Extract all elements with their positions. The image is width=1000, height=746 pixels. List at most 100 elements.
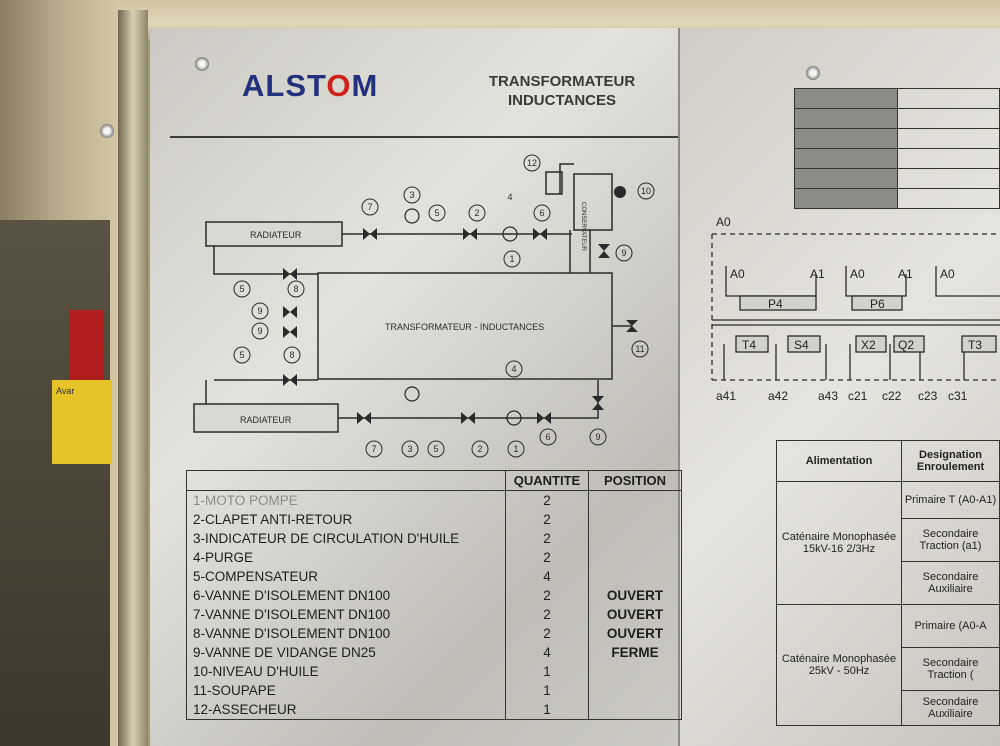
oil-level-10-icon [614, 186, 626, 198]
terminal-label: c23 [918, 389, 938, 403]
component-quantity: 4 [505, 643, 589, 662]
svg-text:3: 3 [407, 444, 412, 454]
component-quantity: 2 [505, 490, 589, 510]
component-quantity: 2 [505, 510, 589, 529]
component-label: 9-VANNE DE VIDANGE DN25 [186, 643, 506, 662]
svg-text:4: 4 [507, 192, 512, 202]
component-position [588, 681, 682, 700]
component-label: 10-NIVEAU D'HUILE [186, 662, 506, 681]
cooling-circuit-diagram: RADIATEUR RADIATEUR TRANSFORMATEUR - IND… [193, 154, 655, 458]
supply-25kv: Caténaire Monophasée 25kV - 50Hz [776, 604, 902, 726]
warning-sticker: Avar [52, 380, 112, 464]
screw-icon [806, 66, 820, 80]
plate-title: TRANSFORMATEUR INDUCTANCES [488, 73, 636, 109]
terminal-label: a41 [716, 389, 736, 403]
conservator-label: CONSERVATEUR [580, 202, 586, 252]
component-quantity: 2 [505, 548, 589, 567]
component-position [588, 548, 682, 567]
wiring-label: A0 [940, 267, 955, 281]
terminal-label: c31 [948, 389, 968, 403]
relief-valve-11-icon [626, 320, 638, 332]
winding-box-label: X2 [861, 338, 876, 352]
component-position: OUVERT [588, 586, 682, 605]
valve-9-icon [283, 306, 297, 318]
component-quantity: 1 [505, 700, 589, 720]
terminal-label: c21 [848, 389, 868, 403]
radiator-top-label: RADIATEUR [250, 230, 302, 240]
component-quantity: 2 [505, 586, 589, 605]
terminal-label: a43 [818, 389, 838, 403]
wiring-label: A0 [730, 267, 745, 281]
component-position [588, 510, 682, 529]
component-label: 5-COMPENSATEUR [186, 567, 506, 586]
radiator-bottom-label: RADIATEUR [240, 415, 292, 425]
valve-6-icon [533, 228, 547, 240]
svg-text:5: 5 [239, 284, 244, 294]
supply-header: Alimentation [776, 440, 902, 482]
svg-text:8: 8 [293, 284, 298, 294]
svg-text:6: 6 [539, 208, 544, 218]
winding-box-label: P4 [768, 297, 783, 311]
supply-15kv: Caténaire Monophasée 15kV-16 2/3Hz [776, 481, 902, 605]
valve-7-icon [363, 228, 377, 240]
winding-header: Designation Enroulement [901, 440, 1000, 482]
drain-valve-9-icon [598, 244, 610, 258]
table-header-position: POSITION [588, 470, 682, 491]
svg-text:8: 8 [289, 350, 294, 360]
component-label: 3-INDICATEUR DE CIRCULATION D'HUILE [186, 529, 506, 548]
component-position [588, 567, 682, 586]
winding-box-label: T4 [742, 338, 756, 352]
svg-text:10: 10 [641, 186, 651, 196]
screw-icon [195, 57, 209, 71]
svg-text:7: 7 [367, 202, 372, 212]
component-position: OUVERT [588, 605, 682, 624]
svg-text:4: 4 [511, 364, 516, 374]
svg-text:1: 1 [509, 254, 514, 264]
wiring-label: A1 [898, 267, 913, 281]
winding-box-label: P6 [870, 297, 885, 311]
component-position [588, 490, 682, 510]
background-wall [0, 220, 110, 746]
power-supply-table: Alimentation Designation Enroulement Cat… [776, 440, 1000, 726]
component-position [588, 700, 682, 720]
svg-text:9: 9 [257, 306, 262, 316]
component-label: 8-VANNE D'ISOLEMENT DN100 [186, 624, 506, 643]
winding-schematic: A0 A0 A1 A0 A1 A0 P4 P6 T4 S4 X2 Q2 T3 a… [711, 215, 1000, 403]
component-quantity: 4 [505, 567, 589, 586]
component-label: 11-SOUPAPE [186, 681, 506, 700]
dehydrator-12 [545, 171, 563, 195]
component-quantity: 2 [505, 624, 589, 643]
svg-text:5: 5 [239, 350, 244, 360]
valve-9-icon [283, 326, 297, 338]
svg-text:1: 1 [513, 444, 518, 454]
svg-text:2: 2 [477, 444, 482, 454]
valve-6-icon [537, 412, 551, 424]
component-label: 4-PURGE [186, 548, 506, 567]
component-label: 2-CLAPET ANTI-RETOUR [186, 510, 506, 529]
component-label: 12-ASSECHEUR [186, 700, 506, 720]
valve-8-icon [283, 268, 297, 280]
svg-text:7: 7 [371, 444, 376, 454]
winding-box-label: S4 [794, 338, 809, 352]
valve-7-icon [357, 412, 371, 424]
radiator-top [205, 221, 343, 247]
table-header [186, 470, 506, 491]
wiring-label: A1 [810, 267, 825, 281]
warning-sticker-text: Avar [56, 386, 75, 396]
svg-text:9: 9 [257, 326, 262, 336]
winding-box-label: Q2 [898, 338, 914, 352]
terminal-label: c22 [882, 389, 902, 403]
terminal-label: a42 [768, 389, 788, 403]
svg-text:9: 9 [621, 248, 626, 258]
svg-text:6: 6 [545, 432, 550, 442]
